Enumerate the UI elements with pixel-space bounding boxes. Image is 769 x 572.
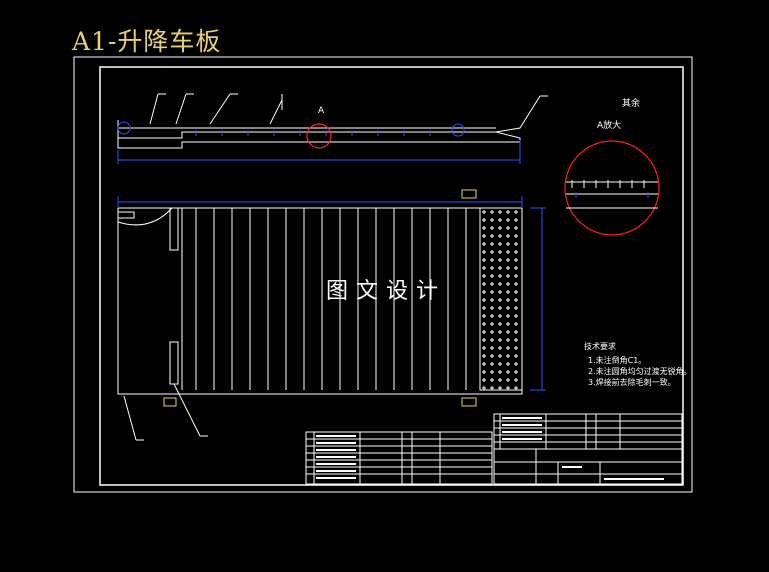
plan-dimensions bbox=[117, 196, 546, 391]
side-view-ticks bbox=[195, 130, 431, 136]
tech-req-heading: 技术要求 bbox=[584, 342, 616, 351]
drawing-title: A1-升降车板 bbox=[72, 27, 222, 56]
plan-view bbox=[117, 207, 523, 395]
outer-frame bbox=[73, 56, 693, 493]
tech-req-item-1: 1.未注倒角C1。 bbox=[588, 356, 647, 365]
detail-marker-label: A bbox=[318, 106, 325, 116]
side-view bbox=[117, 93, 548, 164]
antiskid-pattern-area bbox=[479, 207, 523, 391]
tech-req-item-2: 2.未注圆角均匀过渡无锐角。 bbox=[588, 367, 692, 376]
surface-finish-note: 其余 bbox=[622, 99, 641, 109]
plan-slats bbox=[181, 208, 467, 390]
detail-a-marker bbox=[306, 123, 332, 149]
watermark-text: 图文设计 bbox=[326, 279, 447, 304]
title-block bbox=[493, 413, 683, 485]
tech-req-item-3: 3.焊接前去除毛刺一致。 bbox=[588, 378, 676, 387]
title-block-fill-text bbox=[316, 417, 664, 480]
inner-frame bbox=[99, 66, 684, 486]
plan-leaders bbox=[123, 383, 208, 441]
detail-a-view bbox=[564, 140, 660, 236]
parts-list bbox=[305, 431, 493, 485]
detail-view-title: A放大 bbox=[597, 121, 622, 131]
